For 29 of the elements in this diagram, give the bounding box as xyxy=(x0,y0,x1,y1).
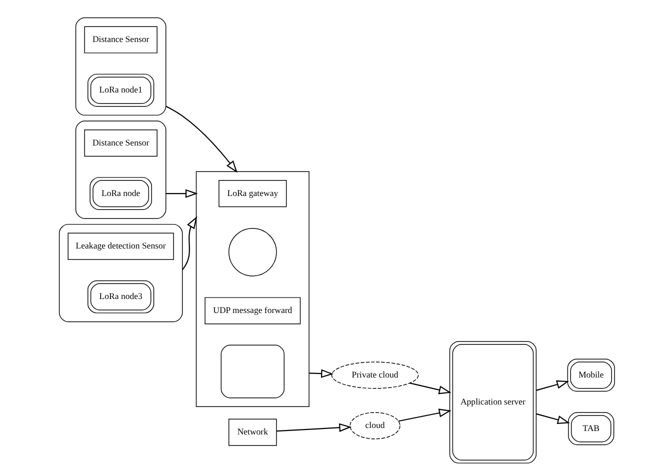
node-box: Network xyxy=(228,418,276,446)
cluster xyxy=(195,170,309,407)
node-box xyxy=(220,344,284,398)
cluster xyxy=(74,16,166,116)
arrow xyxy=(409,382,451,394)
node-box: UDP message forward xyxy=(204,296,300,324)
node-box: Leakage detection Sensor xyxy=(67,232,174,260)
arrow xyxy=(181,216,197,270)
cluster xyxy=(74,120,166,218)
node-box: LoRa node3 xyxy=(87,280,154,313)
node-box: Distance Sensor xyxy=(84,128,157,156)
node-ellipse: Private cloud xyxy=(330,361,418,388)
cluster xyxy=(58,223,182,322)
node-box: TAB xyxy=(568,412,614,445)
node-box: LoRa gateway xyxy=(218,180,286,207)
arrow xyxy=(536,412,570,424)
arrow xyxy=(536,380,569,390)
arrow xyxy=(398,408,451,422)
node-box: LoRa node xyxy=(89,176,152,210)
arrow xyxy=(165,105,238,172)
arrow xyxy=(276,422,352,432)
node-ellipse: cloud xyxy=(349,412,400,439)
node-circle xyxy=(228,227,276,276)
node-box: Application server xyxy=(448,340,536,463)
node-box: Mobile xyxy=(566,358,614,392)
node-box: Distance Sensor xyxy=(84,26,157,53)
node-box: LoRa node1 xyxy=(87,73,154,106)
arrow xyxy=(165,188,198,198)
arrow xyxy=(308,368,334,378)
